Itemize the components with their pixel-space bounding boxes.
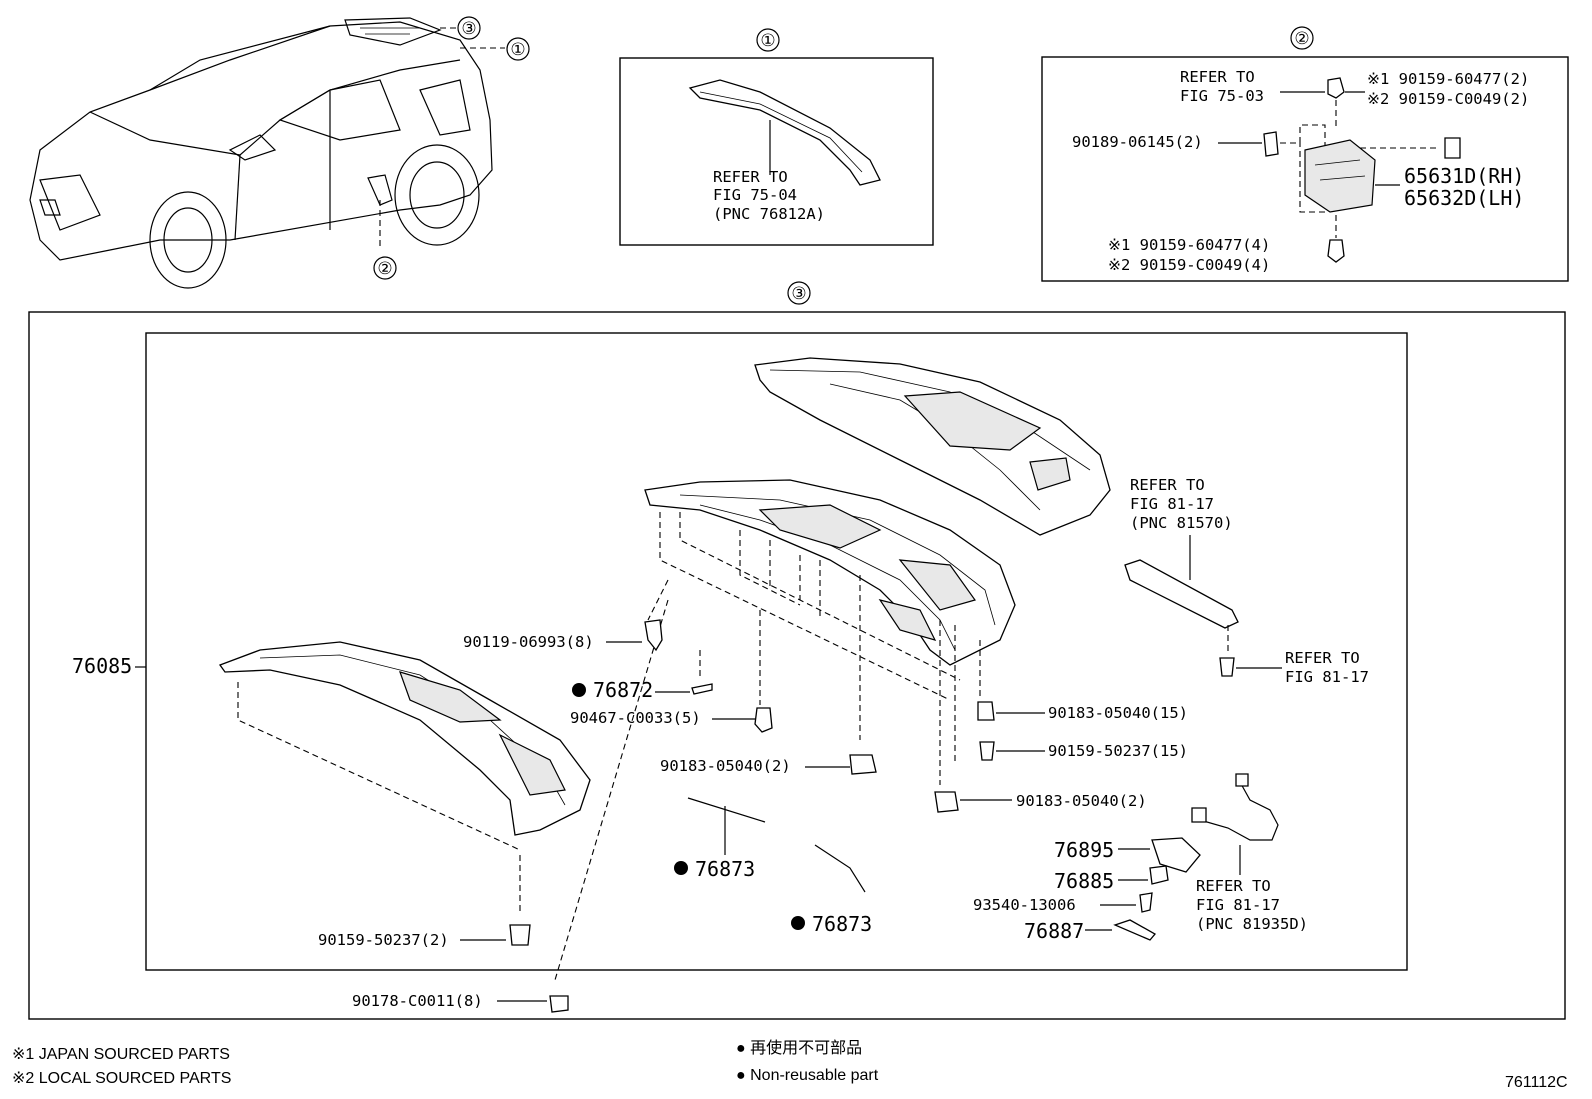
spoiler-cover-part xyxy=(754,357,1111,536)
part-90159-60477-bottom: ※1 90159-60477(4) xyxy=(1108,236,1270,254)
refer-label-lamp: REFER TO xyxy=(1285,649,1360,667)
refer-fig-81570: FIG 81-17 xyxy=(1130,495,1214,513)
spoiler-upper-part xyxy=(688,79,881,186)
detail-box-2 xyxy=(1041,56,1569,282)
svg-text:②: ② xyxy=(1294,29,1309,48)
refer-fig-lamp: FIG 81-17 xyxy=(1285,668,1369,686)
part-90159-C0049-bottom: ※2 90159-C0049(4) xyxy=(1108,256,1270,274)
part-90183-05040-c: 90183-05040(2) xyxy=(1016,792,1147,810)
refer-pnc-81570: (PNC 81570) xyxy=(1130,514,1233,532)
refer-fig-box2: FIG 75-03 xyxy=(1180,87,1264,105)
refer-label-81935d: REFER TO xyxy=(1196,877,1271,895)
clip-top-part xyxy=(1327,77,1345,99)
part-65632D-LH: 65632D(LH) xyxy=(1404,186,1524,210)
wire-harness-part xyxy=(1191,773,1279,841)
bulb-93540-part xyxy=(1139,892,1153,913)
non-reusable-dot xyxy=(791,916,805,930)
callout-3-vehicle: ③ xyxy=(457,16,481,40)
part-90178-C0011: 90178-C0011(8) xyxy=(352,992,483,1010)
seal-76873a-part xyxy=(687,797,766,823)
part-76873-b: 76873 xyxy=(812,912,872,936)
refer-fig-81935d: FIG 81-17 xyxy=(1196,896,1280,914)
part-90183-05040-b: 90183-05040(15) xyxy=(1048,704,1188,722)
svg-text:③: ③ xyxy=(461,19,476,38)
bracket-65631d-part xyxy=(1304,139,1376,213)
callout-1-header: ① xyxy=(756,28,780,52)
nut-90183b-part xyxy=(977,701,995,721)
part-90159-50237-a: 90159-50237(15) xyxy=(1048,742,1188,760)
bolt-90159b-part xyxy=(509,924,531,946)
part-65631D-RH: 65631D(RH) xyxy=(1404,164,1524,188)
clip-90119-part xyxy=(644,619,663,652)
bolt-side-part xyxy=(1444,137,1461,159)
callout-2-header: ② xyxy=(1290,26,1314,50)
part-76873-a: 76873 xyxy=(695,857,755,881)
refer-fig-box1: FIG 75-04 xyxy=(713,186,797,204)
seal-76887-part xyxy=(1113,919,1157,941)
detail-box-3-inner xyxy=(145,332,1408,971)
part-90159-60477-top: ※1 90159-60477(2) xyxy=(1367,70,1529,88)
part-76895: 76895 xyxy=(1054,838,1114,862)
callout-2-vehicle: ② xyxy=(373,256,397,280)
bolt-90159a-part xyxy=(979,741,995,761)
svg-text:③: ③ xyxy=(791,284,806,303)
part-90183-05040-a: 90183-05040(2) xyxy=(660,757,791,775)
seal-76873b-part xyxy=(814,844,866,893)
dashed-bracket xyxy=(1280,124,1326,213)
refer-label-box1: REFER TO xyxy=(713,168,788,186)
part-76885: 76885 xyxy=(1054,869,1114,893)
assembly-dashed-lines xyxy=(237,512,981,981)
license-lamp-part xyxy=(1151,837,1201,873)
callout-1-vehicle: ① xyxy=(506,37,530,61)
part-90467-C0033: 90467-C0033(5) xyxy=(570,709,701,727)
nut-90183a-part xyxy=(849,754,877,775)
detail-box-1 xyxy=(619,57,934,246)
clip-bottom-part xyxy=(1327,239,1345,263)
footnote-local-sourced: ※2 LOCAL SOURCED PARTS xyxy=(12,1070,231,1087)
non-reusable-dot xyxy=(572,683,586,697)
svg-text:①: ① xyxy=(760,31,775,50)
legend-non-reusable-en: ● Non-reusable part xyxy=(736,1067,879,1084)
clip-90178-part xyxy=(549,995,569,1013)
part-76085: 76085 xyxy=(72,654,132,678)
svg-text:②: ② xyxy=(377,259,392,278)
part-93540-13006: 93540-13006 xyxy=(973,896,1076,914)
refer-pnc-box1: (PNC 76812A) xyxy=(713,205,825,223)
clip-90467-part xyxy=(754,707,773,733)
refer-label-81570: REFER TO xyxy=(1130,476,1205,494)
detail-box-3-outer xyxy=(28,311,1566,1020)
part-76887: 76887 xyxy=(1024,919,1084,943)
gasket-76885-part xyxy=(1149,865,1169,885)
spoiler-frame-part xyxy=(644,479,1016,666)
part-90159-C0049-top: ※2 90159-C0049(2) xyxy=(1367,90,1529,108)
non-reusable-dot xyxy=(674,861,688,875)
nut-90183c-part xyxy=(934,791,959,813)
figure-id: 761112C xyxy=(1505,1074,1568,1091)
footnote-japan-sourced: ※1 JAPAN SOURCED PARTS xyxy=(12,1046,230,1063)
part-76872: 76872 xyxy=(593,678,653,702)
part-90189-06145: 90189-06145(2) xyxy=(1072,133,1203,151)
svg-text:①: ① xyxy=(510,40,525,59)
seal-76872-part xyxy=(691,683,713,695)
part-90159-50237-b: 90159-50237(2) xyxy=(318,931,449,949)
grommet-part xyxy=(1263,131,1279,157)
vehicle-overview-illustration xyxy=(29,17,505,289)
callout-3-header: ③ xyxy=(787,281,811,305)
refer-label-box2: REFER TO xyxy=(1180,68,1255,86)
refer-pnc-81935d: (PNC 81935D) xyxy=(1196,915,1308,933)
legend-non-reusable-jp: ● 再使用不可部品 xyxy=(736,1039,862,1057)
lower-garnish-part xyxy=(218,641,591,836)
screw-lamp-part xyxy=(1219,657,1235,677)
stop-lamp-part xyxy=(1124,559,1239,629)
part-90119-06993: 90119-06993(8) xyxy=(463,633,594,651)
